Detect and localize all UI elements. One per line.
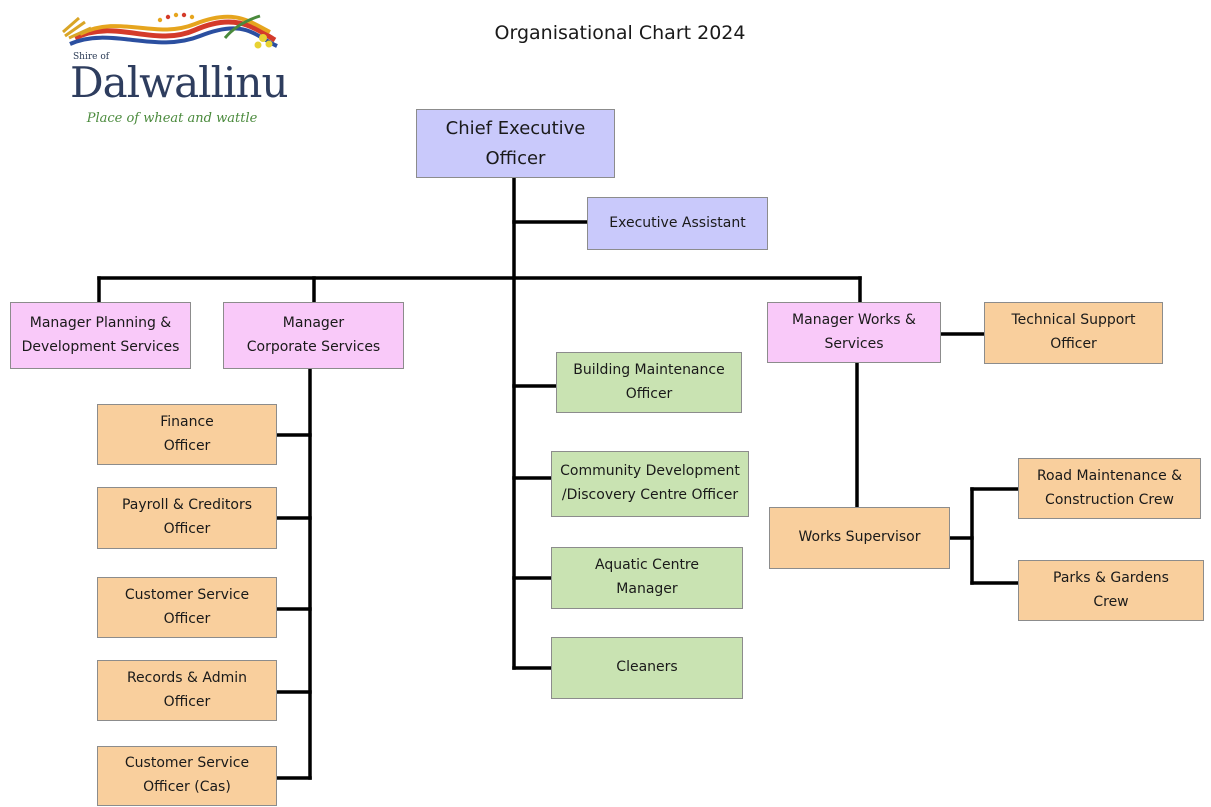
node-label: Manager Corporate Services: [246, 314, 381, 355]
node-label: Finance Officer: [160, 413, 214, 454]
shire-logo: Shire of Dalwallinu Place of wheat and w…: [55, 8, 289, 148]
node-manager-planning: Manager Planning & Development Services: [10, 302, 191, 369]
node-technical-support: Technical Support Officer: [984, 302, 1163, 364]
wheat-wattle-emblem-icon: [62, 12, 278, 49]
node-label: Technical Support Officer: [1011, 312, 1136, 352]
node-manager-corporate: Manager Corporate Services: [223, 302, 404, 369]
node-label: Community Development /Discovery Centre …: [560, 463, 740, 503]
node-executive-assistant: Executive Assistant: [587, 197, 768, 250]
node-works-supervisor: Works Supervisor: [769, 507, 950, 569]
node-label: Building Maintenance Officer: [573, 361, 725, 402]
node-label: Chief Executive Officer: [445, 117, 586, 169]
node-label: Payroll & Creditors Officer: [121, 497, 252, 537]
node-label: Customer Service Officer (Cas): [124, 755, 250, 795]
node-records-admin: Records & Admin Officer: [97, 660, 277, 721]
node-label: Customer Service Officer: [124, 586, 250, 627]
node-customer-service-cas: Customer Service Officer (Cas): [97, 746, 277, 806]
node-parks-gardens: Parks & Gardens Crew: [1018, 560, 1204, 621]
logo-shire-of: Shire of: [73, 52, 110, 62]
node-aquatic-centre: Aquatic Centre Manager: [551, 547, 743, 609]
node-label: Records & Admin Officer: [126, 669, 248, 710]
node-building-maintenance: Building Maintenance Officer: [556, 352, 742, 413]
node-label: Cleaners: [616, 659, 678, 676]
node-label: Road Maintenance & Construction Crew: [1036, 467, 1183, 508]
node-label: Manager Planning & Development Services: [21, 314, 180, 355]
node-community-development: Community Development /Discovery Centre …: [551, 451, 749, 517]
node-ceo: Chief Executive Officer: [416, 109, 615, 178]
node-finance-officer: Finance Officer: [97, 404, 277, 465]
node-cleaners: Cleaners: [551, 637, 743, 699]
node-label: Works Supervisor: [798, 529, 921, 546]
node-label: Manager Works & Services: [792, 311, 916, 352]
chart-title: Organisational Chart 2024: [494, 22, 746, 44]
node-label: Executive Assistant: [609, 214, 746, 231]
node-payroll-creditors: Payroll & Creditors Officer: [97, 487, 277, 549]
node-customer-service: Customer Service Officer: [97, 577, 277, 638]
node-label: Aquatic Centre Manager: [594, 557, 699, 597]
node-manager-works: Manager Works & Services: [767, 302, 941, 363]
node-road-maintenance: Road Maintenance & Construction Crew: [1018, 458, 1201, 519]
logo-name: Dalwallinu: [70, 58, 289, 107]
node-label: Parks & Gardens Crew: [1053, 569, 1169, 610]
logo-tagline: Place of wheat and wattle: [86, 111, 258, 126]
